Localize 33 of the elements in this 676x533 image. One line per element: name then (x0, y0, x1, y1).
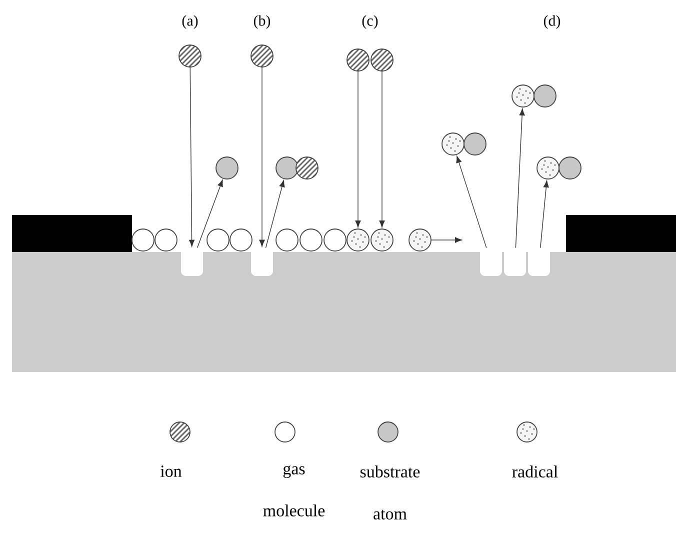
legend-text: substrate atom (360, 466, 420, 520)
arrow (515, 108, 525, 248)
arrow (431, 237, 462, 243)
arrow (265, 180, 285, 248)
substrate-atom (534, 84, 556, 108)
radical-particle (536, 156, 560, 180)
legend-text: radical (512, 466, 558, 478)
panel-label: (b) (254, 15, 270, 29)
arrow (540, 180, 549, 248)
arrow (456, 156, 487, 248)
radical-particle (512, 84, 534, 108)
ion-particle (296, 156, 318, 180)
ion-particle (178, 44, 202, 68)
arrow (355, 71, 361, 228)
panel-label: (d) (544, 15, 560, 29)
panel-label: (a) (182, 15, 198, 29)
substrate-atom (558, 156, 582, 180)
arrow (189, 67, 195, 247)
radical-particle (346, 228, 370, 252)
radical-particle (408, 228, 432, 252)
arrow (379, 71, 385, 228)
legend-text: gas molecule (263, 466, 325, 516)
substrate-atom (464, 132, 486, 156)
arrow (259, 67, 265, 247)
radical-particle (370, 228, 394, 252)
legend-text: ion (160, 466, 182, 477)
ion-particle (250, 44, 274, 68)
radical-particle (442, 132, 464, 156)
substrate-atom (216, 156, 238, 180)
panel-label: (c) (362, 15, 378, 29)
ion-particle (370, 48, 394, 72)
arrow (196, 180, 223, 248)
substrate-atom (276, 156, 298, 180)
